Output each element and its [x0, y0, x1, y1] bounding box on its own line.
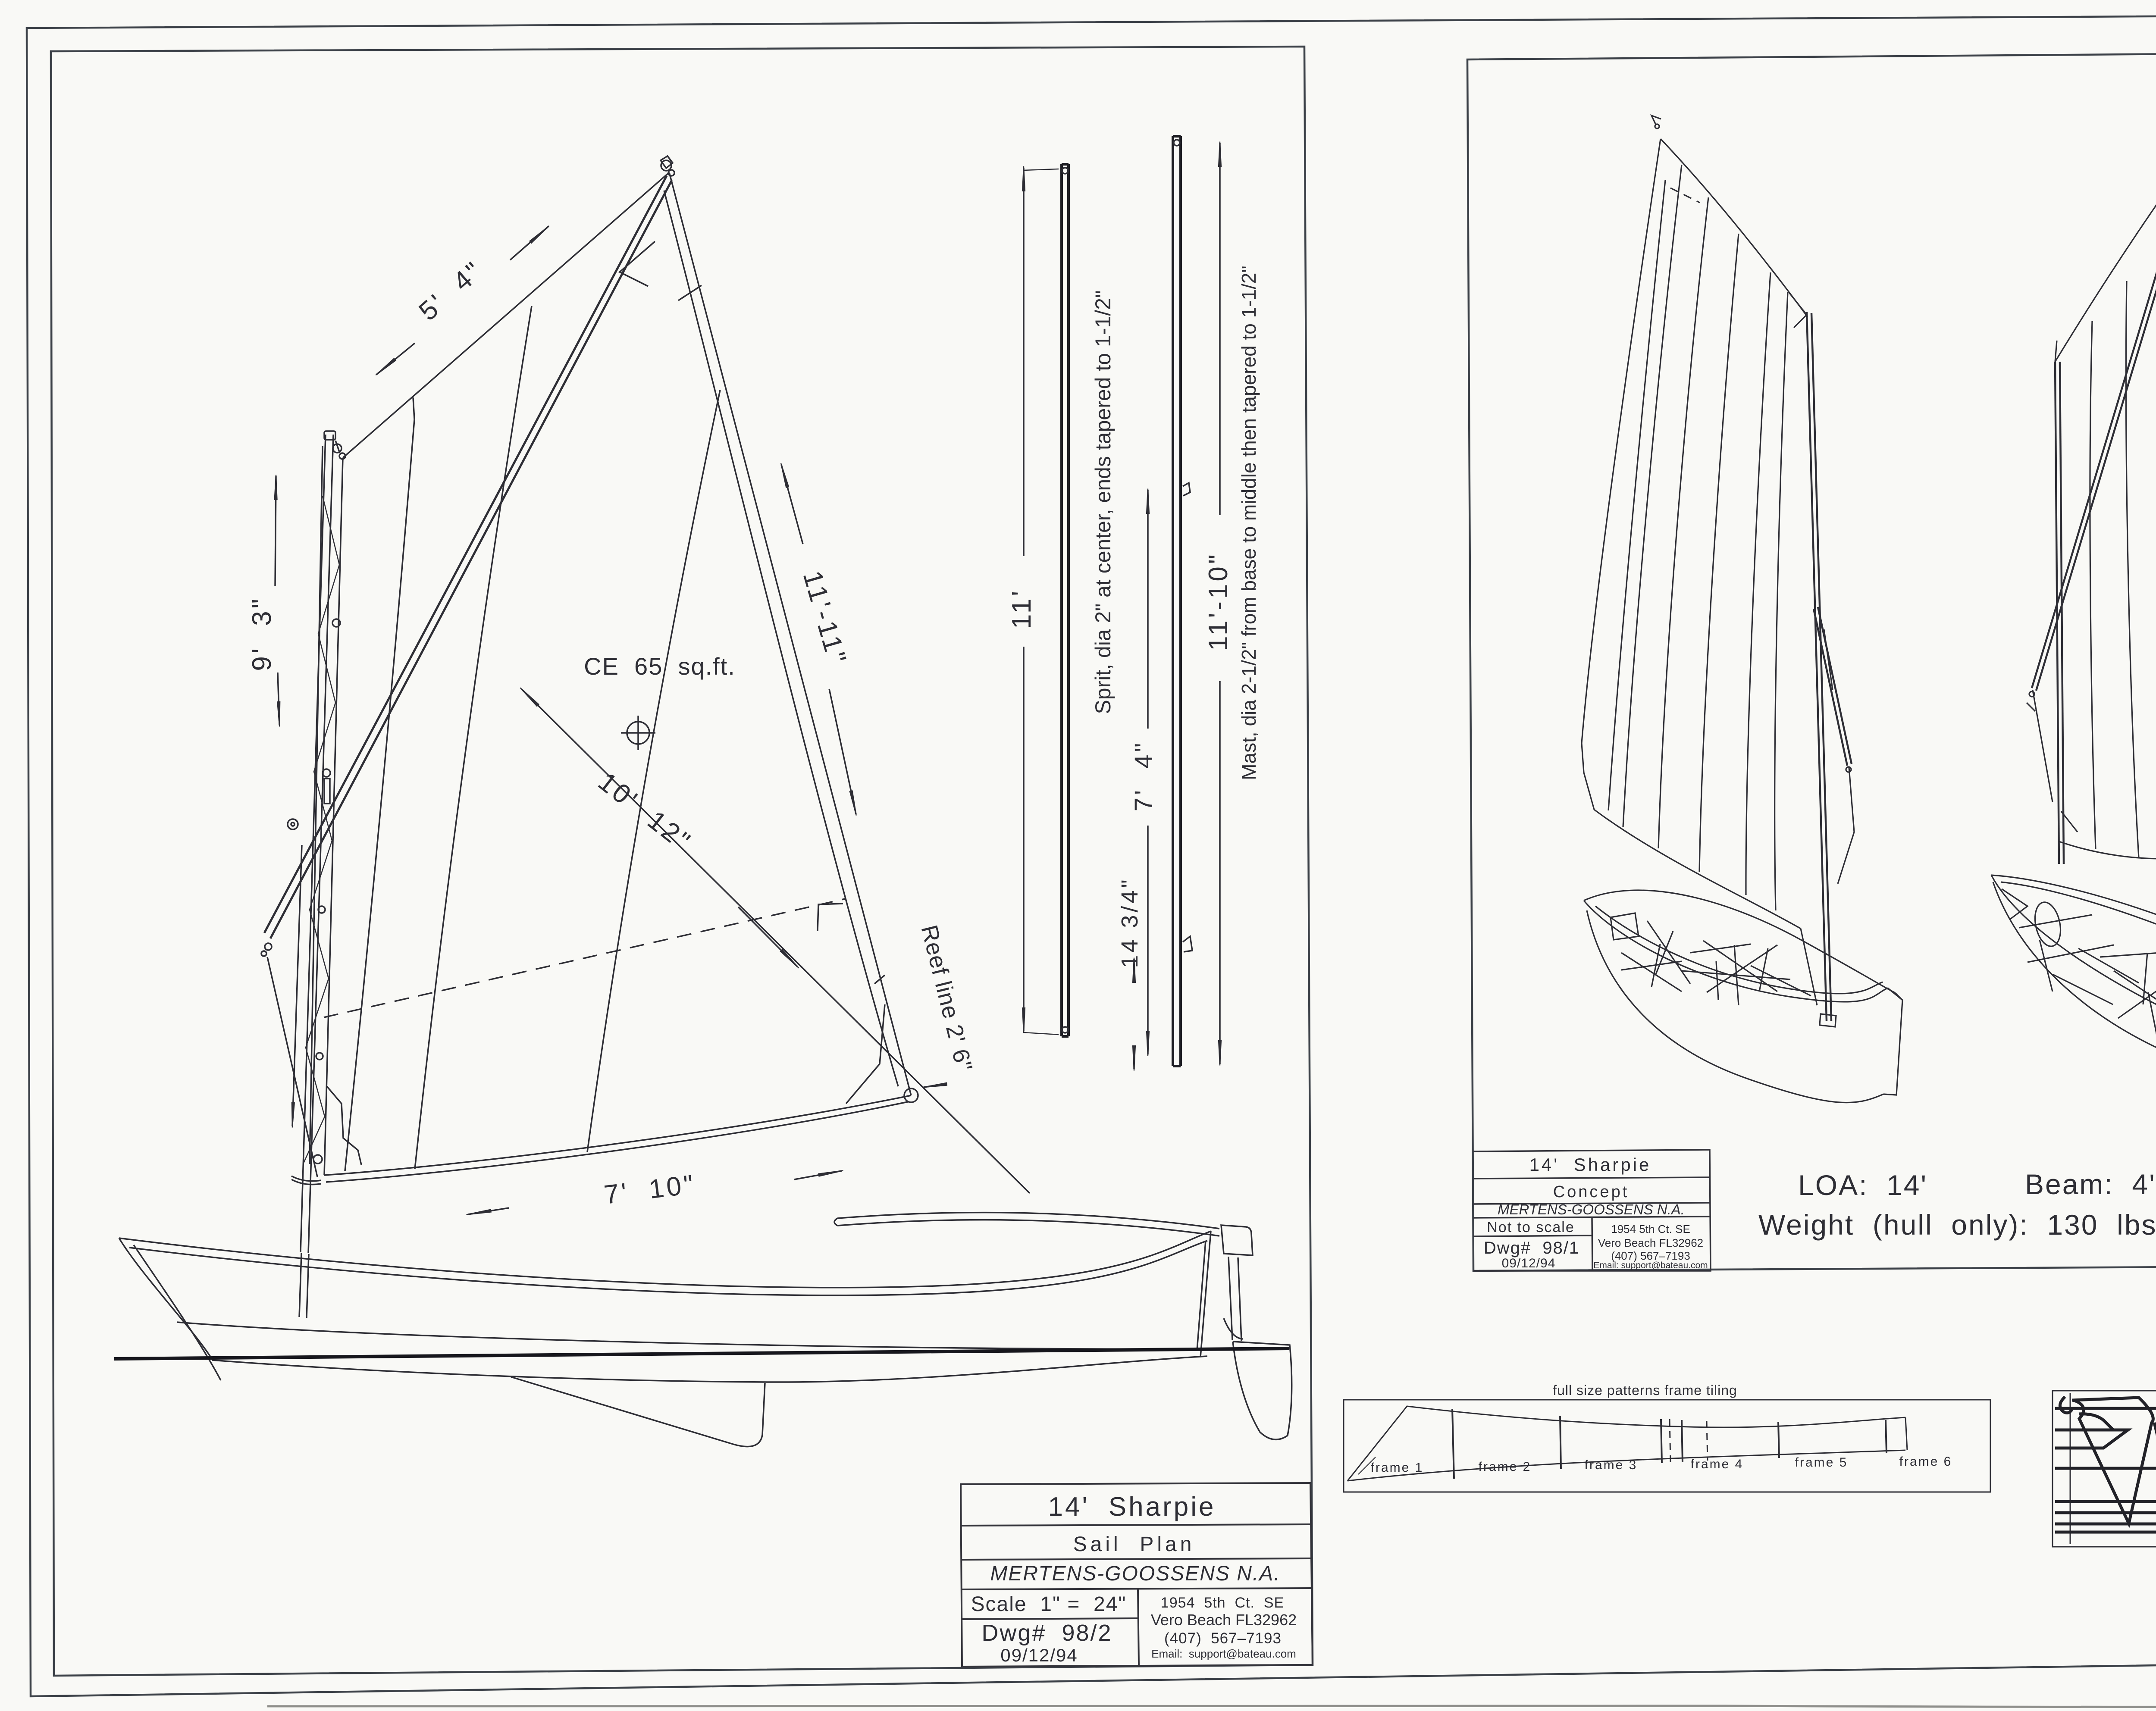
svg-text:MERTENS-GOOSSENS N.A.: MERTENS-GOOSSENS N.A.	[1498, 1201, 1685, 1217]
svg-text:09/12/94: 09/12/94	[1000, 1645, 1078, 1665]
svg-text:Email: support@bateau.com: Email: support@bateau.com	[1151, 1647, 1296, 1660]
svg-text:frame 5: frame 5	[1795, 1455, 1848, 1470]
svg-text:Beam: 4' 6": Beam: 4' 6"	[2025, 1168, 2156, 1200]
svg-text:Sprit, dia 2" at center, ends: Sprit, dia 2" at center, ends tapered to…	[1091, 290, 1115, 714]
svg-text:full size patterns frame tilin: full size patterns frame tiling	[1553, 1383, 1737, 1398]
svg-text:5' 4": 5' 4"	[414, 255, 489, 327]
svg-text:frame 6: frame 6	[1899, 1455, 1952, 1469]
svg-text:14' Sharpie: 14' Sharpie	[1048, 1492, 1216, 1522]
svg-text:11'-11": 11'-11"	[797, 568, 852, 669]
svg-text:(407) 567–7193: (407) 567–7193	[1611, 1249, 1690, 1262]
svg-text:14 3/4": 14 3/4"	[1117, 877, 1143, 968]
svg-text:1954 5th Ct. SE: 1954 5th Ct. SE	[1611, 1223, 1690, 1236]
svg-text:frame 1: frame 1	[1371, 1461, 1424, 1475]
svg-text:Dwg# 98/2: Dwg# 98/2	[981, 1620, 1112, 1646]
svg-text:7' 10": 7' 10"	[602, 1169, 698, 1210]
svg-text:Scale 1" = 24": Scale 1" = 24"	[971, 1593, 1127, 1616]
svg-text:frame 4: frame 4	[1691, 1457, 1744, 1471]
svg-text:Sail Plan: Sail Plan	[1073, 1533, 1195, 1556]
svg-text:7' 4": 7' 4"	[1130, 741, 1158, 811]
svg-text:Vero Beach FL32962: Vero Beach FL32962	[1151, 1611, 1297, 1629]
svg-text:CE 65 sq.ft.: CE 65 sq.ft.	[584, 653, 736, 680]
svg-text:Vero Beach FL32962: Vero Beach FL32962	[1598, 1236, 1703, 1249]
svg-text:Concept: Concept	[1553, 1183, 1630, 1201]
svg-text:14' Sharpie: 14' Sharpie	[1529, 1154, 1651, 1175]
svg-text:09/12/94: 09/12/94	[1502, 1256, 1556, 1270]
svg-text:frame 3: frame 3	[1585, 1458, 1638, 1472]
svg-text:11'-10": 11'-10"	[1203, 552, 1233, 651]
svg-text:frame 2: frame 2	[1479, 1460, 1532, 1474]
svg-text:MERTENS-GOOSSENS N.A.: MERTENS-GOOSSENS N.A.	[990, 1562, 1280, 1585]
svg-text:LOA: 14': LOA: 14'	[1798, 1169, 1927, 1201]
svg-text:1954 5th Ct. SE: 1954 5th Ct. SE	[1161, 1595, 1284, 1611]
svg-text:Not to scale: Not to scale	[1487, 1219, 1575, 1236]
svg-text:Weight (hull only): 130 lb: Weight (hull only): 130 lbs.	[1758, 1209, 2156, 1241]
svg-text:9' 3": 9' 3"	[247, 596, 277, 671]
svg-text:Reef line 2' 6": Reef line 2' 6"	[916, 923, 977, 1074]
svg-text:11': 11'	[1007, 588, 1037, 629]
svg-text:(407) 567–7193: (407) 567–7193	[1164, 1630, 1282, 1647]
svg-text:Email: support@bateau.com: Email: support@bateau.com	[1593, 1261, 1708, 1270]
svg-text:Dwg# 98/1: Dwg# 98/1	[1484, 1239, 1579, 1257]
svg-text:Mast, dia 2-1/2" from base to: Mast, dia 2-1/2" from base to middle the…	[1238, 266, 1260, 780]
